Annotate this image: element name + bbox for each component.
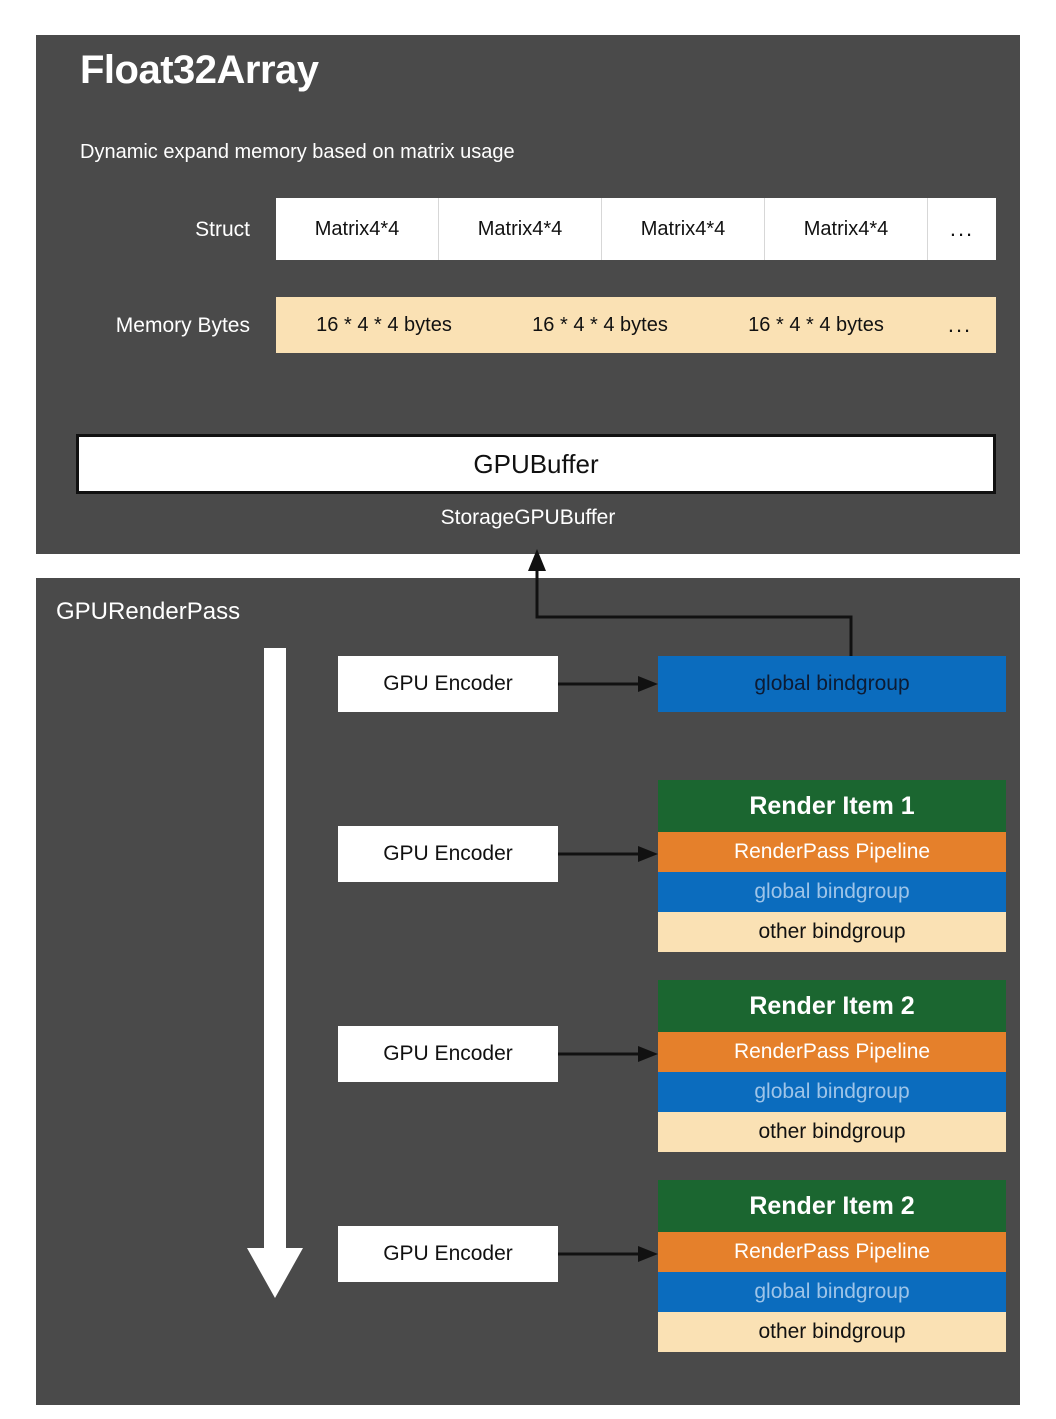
gpu-encoder-box[interactable]: GPU Encoder [338, 826, 558, 882]
render-item-title: Render Item 2 [658, 980, 1006, 1032]
render-item-other-bindgroup[interactable]: other bindgroup [658, 1312, 1006, 1352]
render-item-pipeline[interactable]: RenderPass Pipeline [658, 1232, 1006, 1272]
gpu-encoder-box[interactable]: GPU Encoder [338, 1226, 558, 1282]
render-item-other-bindgroup[interactable]: other bindgroup [658, 912, 1006, 952]
struct-cell: Matrix4*4 [276, 198, 439, 260]
render-item-global-bindgroup[interactable]: global bindgroup [658, 1072, 1006, 1112]
struct-ellipsis: ... [949, 216, 975, 241]
render-item[interactable]: Render Item 1 RenderPass Pipeline global… [658, 780, 1006, 952]
render-item-title: Render Item 2 [658, 1180, 1006, 1232]
memory-cell: 16 * 4 * 4 bytes [748, 313, 884, 336]
struct-row-label: Struct [195, 218, 250, 241]
gpurenderpass-title: GPURenderPass [56, 598, 241, 625]
render-item-global-bindgroup[interactable]: global bindgroup [658, 1272, 1006, 1312]
render-item[interactable]: Render Item 2 RenderPass Pipeline global… [658, 1180, 1006, 1352]
global-bindgroup-box[interactable]: global bindgroup [658, 656, 1006, 712]
render-item-pipeline[interactable]: RenderPass Pipeline [658, 832, 1006, 872]
render-item-title: Render Item 1 [658, 780, 1006, 832]
encoder-arrow-icon [558, 1246, 658, 1262]
encoder-arrow-icon [558, 846, 658, 862]
memory-cell: 16 * 4 * 4 bytes [316, 313, 452, 336]
gpubuffer-box: GPUBuffer [76, 434, 996, 494]
render-item-global-bindgroup[interactable]: global bindgroup [658, 872, 1006, 912]
render-order-flow-arrow [247, 648, 303, 1298]
page-title: Float32Array [80, 48, 319, 92]
encoder-arrow-icon [558, 676, 658, 692]
memory-row-label: Memory Bytes [115, 314, 250, 337]
render-item-pipeline[interactable]: RenderPass Pipeline [658, 1032, 1006, 1072]
struct-row: Matrix4*4 Matrix4*4 Matrix4*4 Matrix4*4 … [276, 198, 996, 260]
struct-cell: Matrix4*4 [439, 198, 602, 260]
struct-cell: Matrix4*4 [765, 198, 928, 260]
memory-bytes-row: 16 * 4 * 4 bytes 16 * 4 * 4 bytes 16 * 4… [276, 297, 996, 353]
memory-cell: 16 * 4 * 4 bytes [532, 313, 668, 336]
render-item[interactable]: Render Item 2 RenderPass Pipeline global… [658, 980, 1006, 1152]
page-subtitle: Dynamic expand memory based on matrix us… [80, 141, 515, 163]
storage-gpubuffer-caption: StorageGPUBuffer [440, 506, 616, 529]
memory-ellipsis: ... [947, 312, 973, 337]
render-item-other-bindgroup[interactable]: other bindgroup [658, 1112, 1006, 1152]
gpu-encoder-box[interactable]: GPU Encoder [338, 1026, 558, 1082]
encoder-arrow-icon [558, 1046, 658, 1062]
gpu-encoder-box[interactable]: GPU Encoder [338, 656, 558, 712]
struct-cell: Matrix4*4 [602, 198, 765, 260]
